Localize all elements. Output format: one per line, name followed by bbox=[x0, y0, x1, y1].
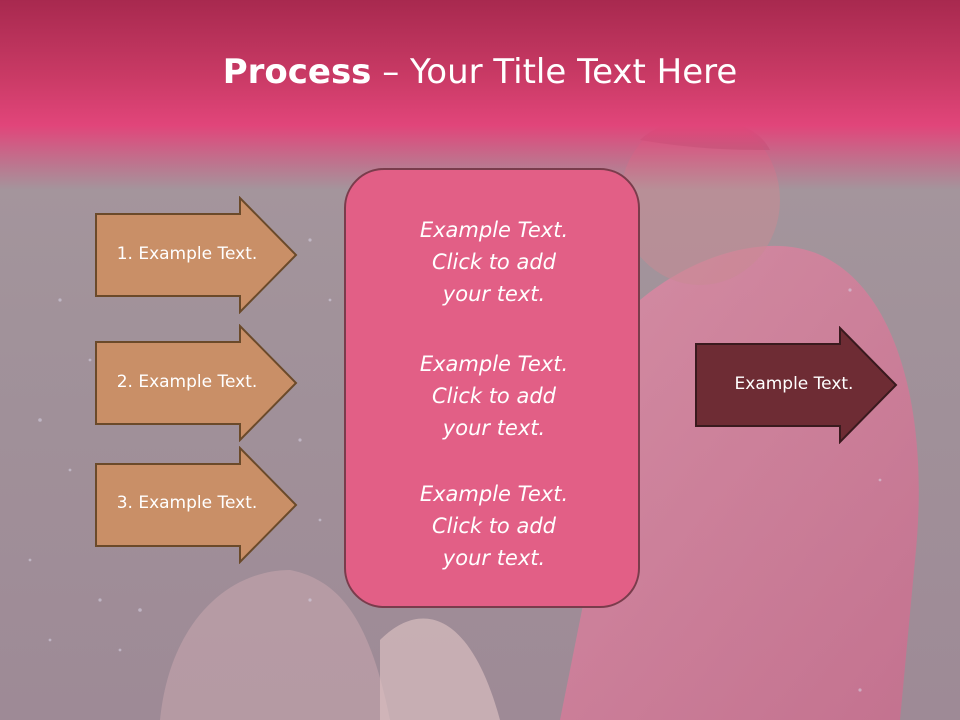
center-line: Example Text. bbox=[419, 482, 569, 506]
step-arrow-2[interactable] bbox=[94, 324, 300, 442]
title-bold: Process bbox=[222, 52, 372, 92]
center-text-box[interactable]: Example Text. Click to add your text. Ex… bbox=[344, 168, 640, 608]
center-line: your text. bbox=[442, 282, 546, 306]
title-band bbox=[0, 0, 960, 190]
result-label: Example Text. bbox=[734, 374, 854, 394]
step-label-2: 2. Example Text. bbox=[116, 372, 258, 392]
center-line: your text. bbox=[442, 546, 546, 570]
center-line: your text. bbox=[442, 416, 546, 440]
slide-title[interactable]: Process – Your Title Text Here bbox=[0, 52, 960, 92]
center-line: Example Text. bbox=[419, 218, 569, 242]
step-arrow-1[interactable] bbox=[94, 196, 300, 314]
center-line: Click to add bbox=[431, 384, 556, 408]
center-line: Click to add bbox=[431, 514, 556, 538]
step-arrow-3[interactable] bbox=[94, 446, 300, 564]
step-label-3: 3. Example Text. bbox=[116, 493, 258, 513]
center-block-3: Example Text. Click to add your text. bbox=[346, 478, 642, 574]
center-block-2: Example Text. Click to add your text. bbox=[346, 348, 642, 444]
step-label-1: 1. Example Text. bbox=[116, 244, 258, 264]
title-rest: – Your Title Text Here bbox=[371, 52, 738, 92]
result-arrow[interactable] bbox=[694, 326, 900, 444]
center-block-1: Example Text. Click to add your text. bbox=[346, 214, 642, 310]
center-line: Example Text. bbox=[419, 352, 569, 376]
center-line: Click to add bbox=[431, 250, 556, 274]
